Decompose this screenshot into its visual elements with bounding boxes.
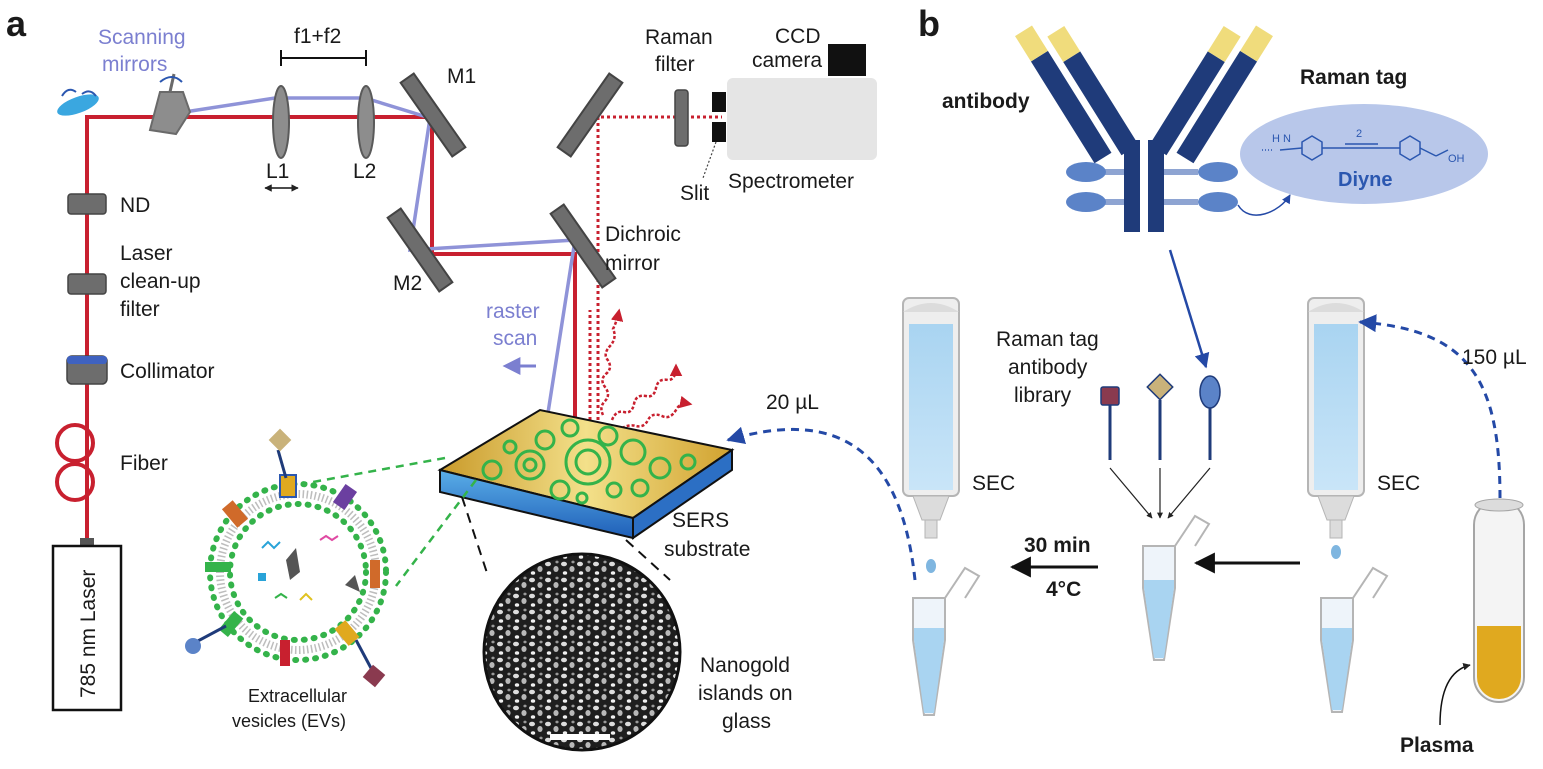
lens-l1-label: L1 — [266, 160, 289, 183]
ccd-camera — [828, 44, 866, 76]
oh-label: OH — [1448, 153, 1465, 165]
scanning-mirror-2 — [148, 73, 192, 136]
dichroic-label-2: mirror — [605, 252, 660, 275]
nh-label: H N — [1272, 133, 1291, 145]
raster-label-1: raster — [486, 300, 540, 323]
scanning-mirrors-label-2: mirrors — [102, 53, 167, 76]
lens-l1 — [272, 85, 290, 159]
arrow-20ul — [726, 426, 917, 581]
antibody-label: antibody — [942, 90, 1030, 113]
library-probes — [1100, 373, 1221, 460]
ev-label-1: Extracellular — [248, 686, 347, 706]
laser-beam-path — [85, 115, 577, 545]
raman-filter-label-2: filter — [655, 53, 695, 76]
laser-source — [51, 538, 123, 712]
plasma-tube — [1473, 498, 1525, 703]
plasma-pointer — [1439, 663, 1471, 726]
cleanup-filter — [67, 273, 107, 295]
dichroic-label-1: Dichroic — [605, 223, 681, 246]
tube-middle — [1142, 514, 1211, 661]
fiber-coil — [55, 423, 95, 502]
extracellular-vesicle — [185, 428, 389, 688]
antibody-icon — [1015, 25, 1273, 232]
ccd-label-1: CCD — [775, 25, 821, 48]
sers-substrate — [437, 408, 735, 540]
raman-tag-molecule — [1240, 104, 1488, 204]
slit-top — [712, 92, 726, 112]
ev-label-2: vesicles (EVs) — [232, 711, 346, 731]
raman-filter-label-1: Raman — [645, 26, 713, 49]
scanning-mirrors-label-1: Scanning — [98, 26, 186, 49]
sec-right-label: SEC — [1377, 472, 1420, 495]
sec-column-right — [1307, 297, 1365, 559]
plasma-label: Plasma — [1400, 734, 1474, 757]
cleanup-label-1: Laser — [120, 242, 173, 265]
mirror-m2 — [386, 207, 454, 293]
laser-label: 785 nm Laser — [77, 570, 100, 698]
mirror-m1 — [399, 72, 467, 158]
tag-link-arrow — [1237, 194, 1291, 216]
lens-l2-label: L2 — [353, 160, 376, 183]
lens-l2 — [357, 85, 375, 159]
tube-left — [912, 566, 981, 716]
nd-label: ND — [120, 194, 150, 217]
spectrometer-box — [727, 78, 877, 160]
nanogold-label-1: Nanogold — [700, 654, 790, 677]
sem-zoom-lines — [461, 496, 671, 581]
vol-20-label: 20 µL — [766, 391, 819, 414]
raster-label-2: scan — [493, 327, 537, 350]
library-label-3: library — [1014, 384, 1072, 407]
dichroic-mirror — [549, 203, 617, 289]
cleanup-label-2: clean-up — [120, 270, 201, 293]
f1f2-bracket — [280, 50, 367, 66]
library-label-2: antibody — [1008, 356, 1088, 379]
ccd-label-2: camera — [752, 49, 822, 72]
spectrometer-label: Spectrometer — [728, 170, 854, 193]
nd-filter — [67, 193, 107, 215]
mirror-m1-label: M1 — [447, 65, 476, 88]
nanogold-label-3: glass — [722, 710, 771, 733]
nanogold-sem-image — [482, 552, 682, 752]
vol-150-label: 150 µL — [1462, 346, 1527, 369]
scanning-mirror-1 — [57, 88, 99, 116]
f1f2-label: f1+f2 — [294, 25, 341, 48]
library-funnel-arrows — [1109, 467, 1211, 519]
ev-zoom-lines — [301, 456, 477, 587]
fold-mirror — [556, 72, 624, 158]
panel-b-letter: b — [918, 3, 940, 44]
collimator — [66, 355, 108, 385]
diyne-label: Diyne — [1338, 169, 1392, 191]
raman-emission — [600, 308, 693, 430]
panel-a-letter: a — [6, 3, 27, 44]
slit-label: Slit — [680, 182, 709, 205]
sec-left-label: SEC — [972, 472, 1015, 495]
raman-filter — [674, 89, 689, 147]
collimator-label: Collimator — [120, 360, 215, 383]
sec-column-left — [902, 297, 960, 573]
antibody-to-library-arrow — [1168, 249, 1210, 369]
sers-label-2: substrate — [664, 538, 750, 561]
cleanup-label-3: filter — [120, 298, 160, 321]
fiber-label: Fiber — [120, 452, 168, 475]
raman-tag-title: Raman tag — [1300, 66, 1407, 89]
time-label: 30 min — [1024, 534, 1091, 557]
diyne-index: 2 — [1356, 128, 1362, 140]
nanogold-label-2: islands on — [698, 682, 793, 705]
scan-beam-path — [177, 96, 578, 433]
tube-right — [1320, 566, 1389, 713]
mirror-m2-label: M2 — [393, 272, 422, 295]
library-label-1: Raman tag — [996, 328, 1099, 351]
sers-label-1: SERS — [672, 509, 729, 532]
slit-bottom — [712, 122, 726, 142]
slit-pointer — [702, 141, 717, 179]
temp-label: 4°C — [1046, 578, 1081, 601]
